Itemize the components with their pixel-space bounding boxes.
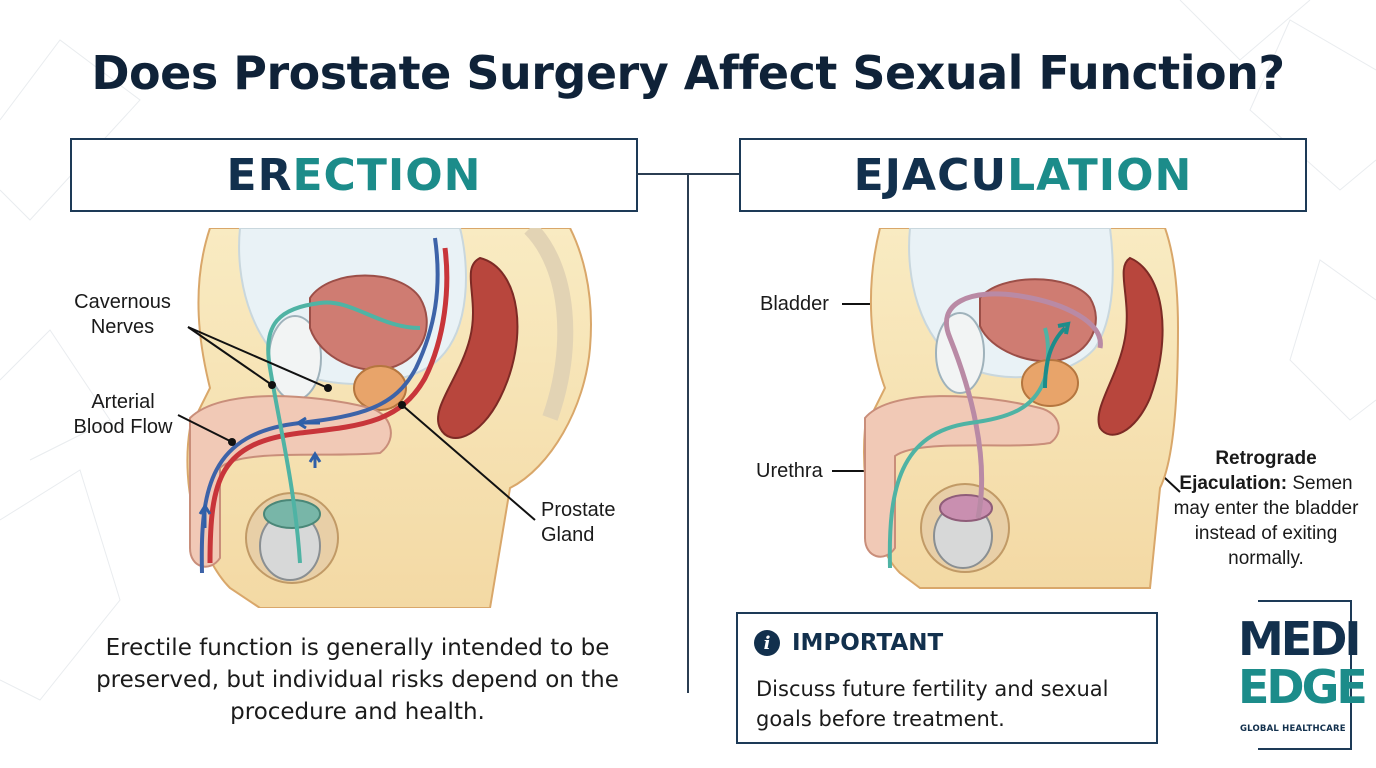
important-box: i IMPORTANT Discuss future fertility and… xyxy=(736,612,1158,744)
ejaculation-heading-part2: LATION xyxy=(1007,149,1193,201)
important-label: IMPORTANT xyxy=(792,630,944,656)
erection-heading-part1: ER xyxy=(226,149,293,201)
vas-deferens xyxy=(944,291,1103,519)
logo-line2: EDGE xyxy=(1238,660,1368,714)
artery xyxy=(207,247,450,564)
erection-anatomy-diagram xyxy=(186,228,592,608)
retrograde-ejaculation-note: Retrograde Ejaculation: Semen may enter … xyxy=(1166,446,1366,571)
retrograde-note-title: Retrograde Ejaculation: xyxy=(1179,448,1317,494)
rectum xyxy=(437,256,519,439)
page-title: Does Prostate Surgery Affect Sexual Func… xyxy=(91,46,1285,100)
penis-shaft xyxy=(189,395,392,568)
flow-arrow xyxy=(295,416,320,430)
flow-arrow xyxy=(198,503,212,528)
medi-edge-logo: MEDI EDGE GLOBAL HEALTHCARE xyxy=(1236,600,1368,750)
label-cavernous-line2: Nerves xyxy=(90,316,155,338)
center-divider xyxy=(687,173,689,693)
retrograde-flow-arrow xyxy=(1043,321,1071,389)
ejaculation-anatomy-diagram xyxy=(863,228,1180,589)
logo-line1: MEDI xyxy=(1238,612,1361,666)
label-prostate-gland: Prostate Gland xyxy=(541,498,641,548)
pubic-bone xyxy=(935,312,985,394)
cavernous-nerve xyxy=(266,300,421,564)
epididymis xyxy=(939,494,993,522)
ejaculation-heading-part1: EJACU xyxy=(853,149,1008,201)
spine xyxy=(524,228,574,421)
label-prostate-line1: Prostate xyxy=(541,499,616,521)
prostate-gland xyxy=(353,365,407,411)
label-cavernous-line1: Cavernous xyxy=(74,291,171,313)
logo-frame xyxy=(1258,600,1352,750)
logo-subtitle: GLOBAL HEALTHCARE xyxy=(1240,724,1346,734)
label-cavernous-nerves: Cavernous Nerves xyxy=(65,290,180,340)
vein xyxy=(199,237,440,574)
label-bladder: Bladder xyxy=(760,293,829,315)
info-icon: i xyxy=(754,630,780,656)
label-urethra: Urethra xyxy=(756,460,823,482)
label-arterial-line2: Blood Flow xyxy=(73,416,173,438)
erection-caption: Erectile function is generally intended … xyxy=(96,635,619,725)
flow-arrow xyxy=(308,451,322,468)
retrograde-note-text: Semen may enter the bladder instead of e… xyxy=(1173,473,1359,569)
bladder xyxy=(309,274,428,371)
important-text: Discuss future fertility and sexual goal… xyxy=(756,677,1109,731)
erection-heading-part2: ECTION xyxy=(292,149,482,201)
rectum xyxy=(1097,256,1164,436)
bladder xyxy=(979,278,1097,363)
label-arterial-blood-flow: Arterial Blood Flow xyxy=(62,390,184,440)
label-arterial-line1: Arterial xyxy=(91,391,155,413)
important-header: i IMPORTANT xyxy=(754,630,943,656)
label-prostate-line2: Gland xyxy=(541,524,595,546)
